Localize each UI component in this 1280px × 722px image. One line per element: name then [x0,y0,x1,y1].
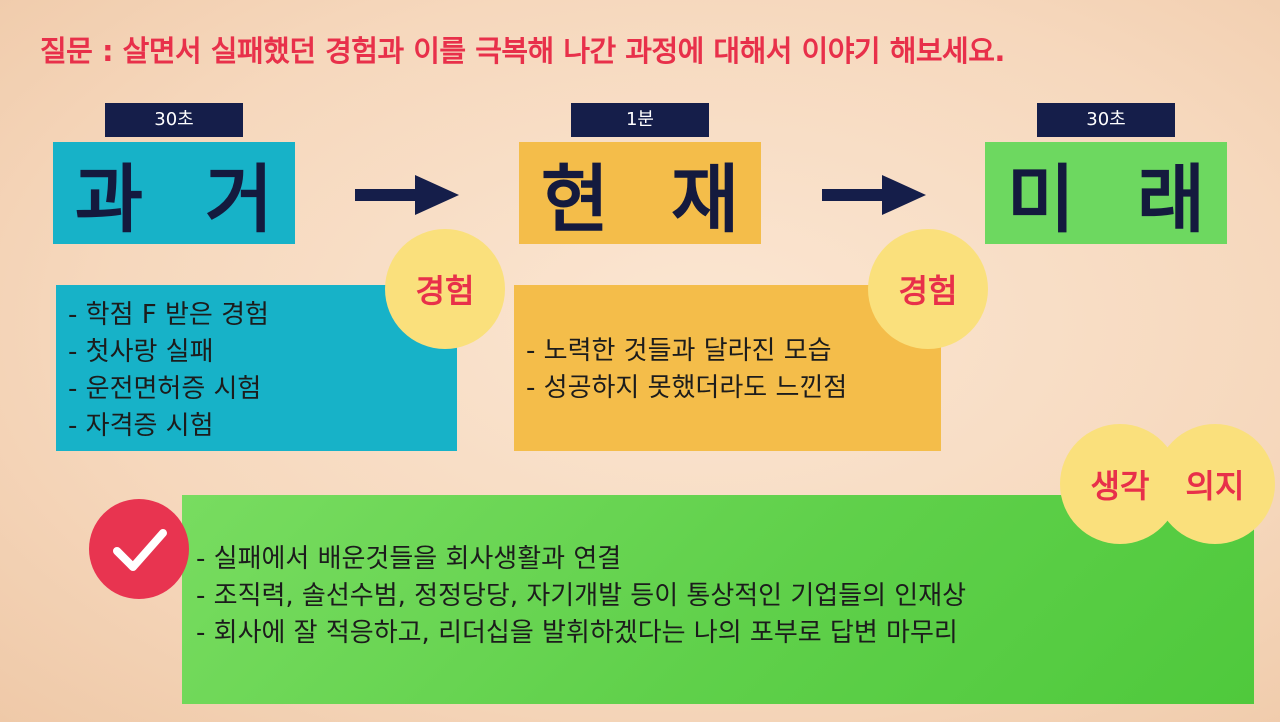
future-item: - 조직력, 솔선수범, 정정당당, 자기개발 등이 통상적인 기업들의 인재상 [196,581,967,611]
present-item: - 성공하지 못했더라도 느낀점 [526,373,848,403]
future-plan-box: - 실패에서 배운것들을 회사생활과 연결 - 조직력, 솔선수범, 정정당당,… [182,495,1254,704]
checkmark-glyph [113,529,167,571]
past-item: - 첫사랑 실패 [68,337,214,367]
future-item: - 실패에서 배운것들을 회사생활과 연결 [196,544,622,574]
stage-present-char-1: 현 [540,156,609,243]
present-change-box: - 노력한 것들과 달라진 모습 - 성공하지 못했더라도 느낀점 [514,285,941,451]
question-title: 질문 : 살면서 실패했던 경험과 이를 극복해 나간 과정에 대해서 이야기 … [40,34,1005,68]
stage-past-char-2: 거 [205,156,274,243]
experience-circle-1: 경험 [385,229,505,349]
arrow-right-icon [822,175,926,215]
past-item: - 학점 F 받은 경험 [68,300,269,330]
time-tag-present: 1분 [571,103,709,137]
experience-circle-2: 경험 [868,229,988,349]
time-tag-future: 30초 [1037,103,1175,137]
future-item: - 회사에 잘 적응하고, 리더십을 발휘하겠다는 나의 포부로 답변 마무리 [196,618,958,648]
past-item: - 자격증 시험 [68,411,214,441]
will-circle: 의지 [1155,424,1275,544]
checkmark-icon [89,499,189,599]
stage-future-char-2: 래 [1137,156,1206,243]
stage-present-char-2: 재 [671,156,740,243]
time-tag-past: 30초 [105,103,243,137]
past-item: - 운전면허증 시험 [68,374,262,404]
arrow-right-icon [355,175,459,215]
stage-future-char-1: 미 [1006,156,1075,243]
present-item: - 노력한 것들과 달라진 모습 [526,336,832,366]
stage-past-char-1: 과 [74,156,143,243]
